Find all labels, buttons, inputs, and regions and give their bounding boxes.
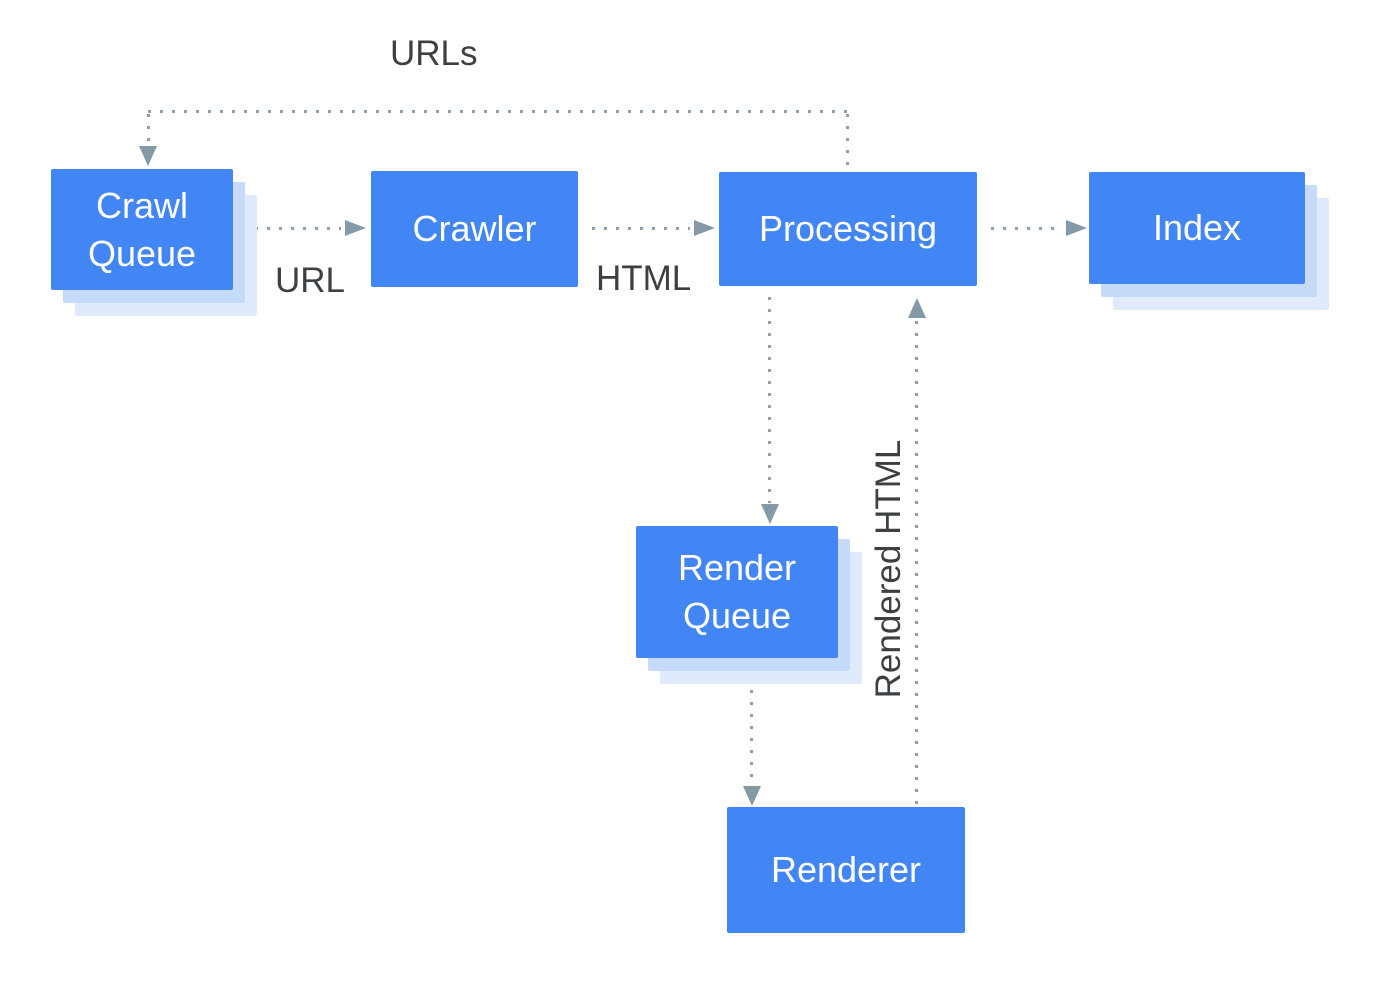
node-renderer-label: Renderer xyxy=(770,849,922,891)
edge-processing-to-index xyxy=(991,227,1063,230)
node-render-queue-label: Render Queue xyxy=(677,547,797,636)
arrowhead-down-icon xyxy=(139,146,157,166)
edge-label-rendered-html: Rendered HTML xyxy=(869,439,908,699)
edge-label-urls: URLs xyxy=(390,34,478,73)
edge-processing-to-crawl-queue-left-vertical xyxy=(147,114,150,146)
node-crawler: Crawler xyxy=(371,171,578,287)
edge-processing-to-crawl-queue-right-vertical xyxy=(846,114,849,172)
edge-processing-to-render-queue xyxy=(768,297,771,503)
arrowhead-up-icon xyxy=(908,298,926,318)
arrowhead-down-icon xyxy=(761,504,779,524)
arrowhead-right-icon xyxy=(1066,220,1087,236)
edge-crawl-queue-to-crawler xyxy=(255,227,341,230)
node-crawler-label: Crawler xyxy=(412,208,537,250)
node-processing: Processing xyxy=(719,172,977,286)
arrowhead-right-icon xyxy=(345,220,366,236)
node-index-label: Index xyxy=(1152,207,1242,249)
node-processing-label: Processing xyxy=(758,208,938,250)
node-index: Index xyxy=(1089,172,1305,284)
edge-label-html: HTML xyxy=(596,259,692,298)
edge-crawler-to-processing xyxy=(592,227,690,230)
node-render-queue: Render Queue xyxy=(636,526,838,658)
arrowhead-right-icon xyxy=(694,220,715,236)
edge-label-url: URL xyxy=(275,261,346,300)
edge-renderer-to-processing xyxy=(915,321,918,806)
node-renderer: Renderer xyxy=(727,807,965,933)
node-crawl-queue-label: Crawl Queue xyxy=(87,184,197,274)
arrowhead-down-icon xyxy=(743,786,761,806)
edge-render-queue-to-renderer xyxy=(750,678,753,784)
edge-processing-to-crawl-queue-horizontal xyxy=(148,110,848,113)
node-crawl-queue: Crawl Queue xyxy=(51,169,233,290)
